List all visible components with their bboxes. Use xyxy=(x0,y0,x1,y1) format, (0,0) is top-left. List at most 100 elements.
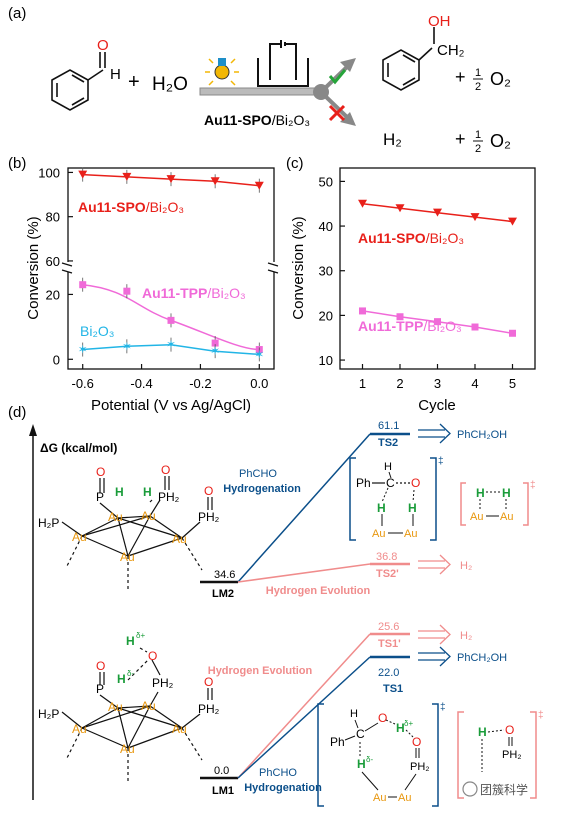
svg-text:H: H xyxy=(384,461,392,473)
svg-text:PH₂: PH₂ xyxy=(152,676,174,690)
svg-text:Au: Au xyxy=(172,722,187,736)
benzyl-alcohol-structure xyxy=(382,27,435,91)
svg-text:H: H xyxy=(478,725,487,739)
chart-b-ytick-label: 80 xyxy=(46,210,60,225)
svg-text:H: H xyxy=(115,485,124,499)
svg-text:C: C xyxy=(356,727,365,741)
chart-c-point-0 xyxy=(470,213,480,222)
chart-c-ytick-label: 50 xyxy=(319,174,333,189)
chart-b-point-1 xyxy=(123,287,131,295)
plus-sign-3: + xyxy=(455,129,466,149)
lamp-icon xyxy=(205,58,239,86)
check-icon xyxy=(328,69,347,85)
ts2-structure: ‡ Ph C H O H H Au Au xyxy=(349,456,444,541)
chart-b-point-1 xyxy=(167,316,175,324)
svg-text:Au: Au xyxy=(72,530,87,544)
chart-b-point-0 xyxy=(210,177,220,186)
lm2-atom-labels: O P O PH₂ O PH₂ H₂P H H Au Au Au Au Au xyxy=(38,463,220,564)
ts2p-product: H₂ xyxy=(460,560,472,572)
chart-c-xtick-label: 5 xyxy=(509,376,516,391)
chart-b-ytick-label: 60 xyxy=(46,254,60,269)
chart-b-point-2: ✶ xyxy=(166,338,176,352)
chart-b-point-2: ✶ xyxy=(254,347,264,361)
svg-text:O: O xyxy=(96,659,105,673)
ts2-value: 61.1 xyxy=(378,420,399,432)
svg-text:H: H xyxy=(117,672,126,686)
chart-c-point-0 xyxy=(395,204,405,213)
chart-b-xtick-label: 0.0 xyxy=(250,376,268,391)
svg-text:Au: Au xyxy=(500,511,513,523)
chart-c-frame xyxy=(339,167,536,370)
svg-text:Au: Au xyxy=(398,792,411,804)
svg-text:团簇科学: 团簇科学 xyxy=(480,782,528,797)
path-lm2-ts2p xyxy=(237,563,371,583)
panel-label-a: (a) xyxy=(8,5,26,22)
chart-c-ytick-label: 10 xyxy=(319,353,333,368)
energy-axis-label: ΔG (kcal/mol) xyxy=(40,441,117,455)
panel-label-c: (c) xyxy=(286,155,304,172)
svg-text:C: C xyxy=(386,476,395,490)
chart-c-point-1 xyxy=(434,318,441,326)
chart-b-point-2: ✶ xyxy=(210,344,220,358)
chart-b-point-0 xyxy=(166,175,176,184)
chart-b-ylabel: Conversion (%) xyxy=(25,216,42,319)
upper-branch-arrow xyxy=(319,62,352,94)
ts1-value: 22.0 xyxy=(378,667,399,679)
path-upper-hydro-2: Hydrogenation xyxy=(223,483,301,495)
svg-text:O: O xyxy=(161,463,170,477)
svg-text:δ+: δ+ xyxy=(136,631,145,640)
ts2p-value: 36.8 xyxy=(376,551,397,563)
chart-b-point-1 xyxy=(79,281,87,289)
h2-label: H₂ xyxy=(383,130,402,149)
electrolysis-cell-icon xyxy=(257,40,309,87)
svg-text:Au: Au xyxy=(141,699,156,713)
chart-c-ytick-label: 20 xyxy=(319,308,333,323)
svg-text:O: O xyxy=(412,735,421,749)
lm1-atom-labels: O P O PH₂ O PH₂ H₂P H δ+ H δ- Au Au Au A… xyxy=(38,631,220,756)
chart-c-point-0 xyxy=(508,217,517,226)
svg-text:O: O xyxy=(204,484,213,498)
lm1-label: LM1 xyxy=(212,785,234,797)
watermark: 团簇科学 xyxy=(462,781,528,797)
lm1-cluster-structure xyxy=(61,647,213,782)
path-lm1-ts1 xyxy=(237,656,371,779)
lm2-value: 34.6 xyxy=(214,569,235,581)
chart-c-point-1 xyxy=(471,323,479,331)
half-den-1: 2 xyxy=(475,81,481,93)
svg-text:Au: Au xyxy=(373,792,386,804)
svg-text:Au: Au xyxy=(470,511,483,523)
svg-text:PH₂: PH₂ xyxy=(410,761,430,773)
lower-branch-arrow xyxy=(319,90,352,122)
svg-text:PH₂: PH₂ xyxy=(198,510,220,524)
chart-b-xtick-label: -0.6 xyxy=(72,376,94,391)
svg-text:Au: Au xyxy=(108,510,123,524)
cross-icon xyxy=(328,104,346,122)
svg-text:O: O xyxy=(378,711,387,725)
svg-text:δ+: δ+ xyxy=(404,719,413,728)
chart-c-point-0 xyxy=(358,199,367,208)
ts2-product: PhCH₂OH xyxy=(457,429,507,441)
ts1-structure: ‡ H Ph C O H δ+ O PH₂ H δ- Au Au xyxy=(317,702,446,807)
ts1-product: PhCH₂OH xyxy=(457,652,507,664)
svg-text:H: H xyxy=(357,757,366,771)
svg-text:O: O xyxy=(411,476,420,490)
svg-text:Au: Au xyxy=(404,528,417,540)
svg-text:Au: Au xyxy=(120,742,135,756)
hydroxyl-label: OH xyxy=(428,13,451,30)
chart-b-point-0 xyxy=(254,181,264,190)
svg-text:O: O xyxy=(96,465,105,479)
chart-b-label-spo: Au11-SPO/Bi₂O₃ xyxy=(78,199,184,215)
svg-text:O: O xyxy=(204,675,213,689)
ts1p-label: TS1' xyxy=(378,638,401,650)
svg-text:H: H xyxy=(396,721,405,735)
benzaldehyde-structure xyxy=(51,52,106,111)
svg-text:Ph: Ph xyxy=(330,735,345,749)
chart-b-label-bi: Bi₂O₃ xyxy=(80,323,114,339)
chart-b-point-1 xyxy=(211,339,219,347)
lm2-cluster-structure xyxy=(61,476,213,590)
chart-b-point-0 xyxy=(122,172,132,181)
svg-text:H₂P: H₂P xyxy=(38,707,59,721)
water-label: H₂O xyxy=(152,74,188,95)
